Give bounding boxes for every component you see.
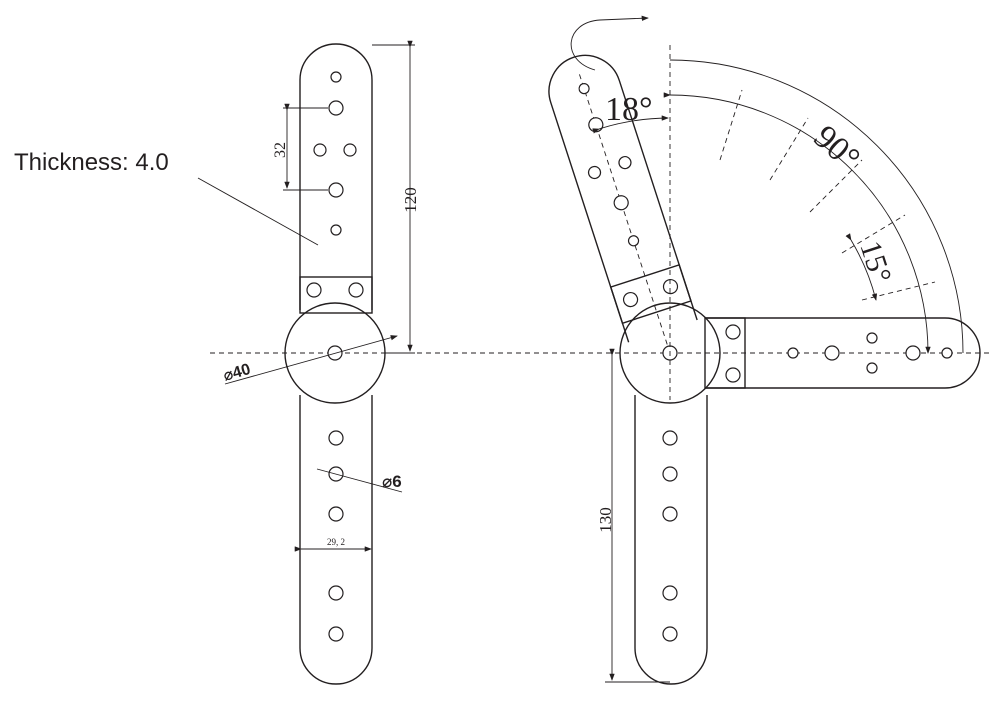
arc-15 xyxy=(845,233,878,301)
thickness-leader xyxy=(197,177,319,246)
right-view-bracket xyxy=(548,54,981,685)
dim-width-label: 29, 2 xyxy=(327,537,345,547)
mount-plate xyxy=(299,276,373,314)
dim-diameter-40-label: ⌀40 xyxy=(221,361,252,385)
dim-32-label: 32 xyxy=(272,142,289,158)
outer-arc xyxy=(669,59,964,354)
dim-line-6 xyxy=(316,468,403,493)
angle-15-label: 15° xyxy=(853,237,897,287)
dim-130-label: 130 xyxy=(596,507,615,533)
arc-18 xyxy=(592,115,669,134)
upper-arm-outline xyxy=(299,43,373,310)
dim-line-40 xyxy=(224,335,398,385)
lower-arm-outline xyxy=(299,395,373,685)
thickness-label: Thickness: 4.0 xyxy=(14,149,169,176)
angle-90-label: 90° xyxy=(807,118,867,177)
dim-diameter-6-label: ⌀6 xyxy=(382,472,402,491)
angle-18-label: 18° xyxy=(605,91,653,128)
rotation-arrow-icon xyxy=(570,15,649,71)
arc-90 xyxy=(663,92,931,354)
dim-120-label: 120 xyxy=(401,187,420,213)
left-view-bracket xyxy=(284,43,386,685)
